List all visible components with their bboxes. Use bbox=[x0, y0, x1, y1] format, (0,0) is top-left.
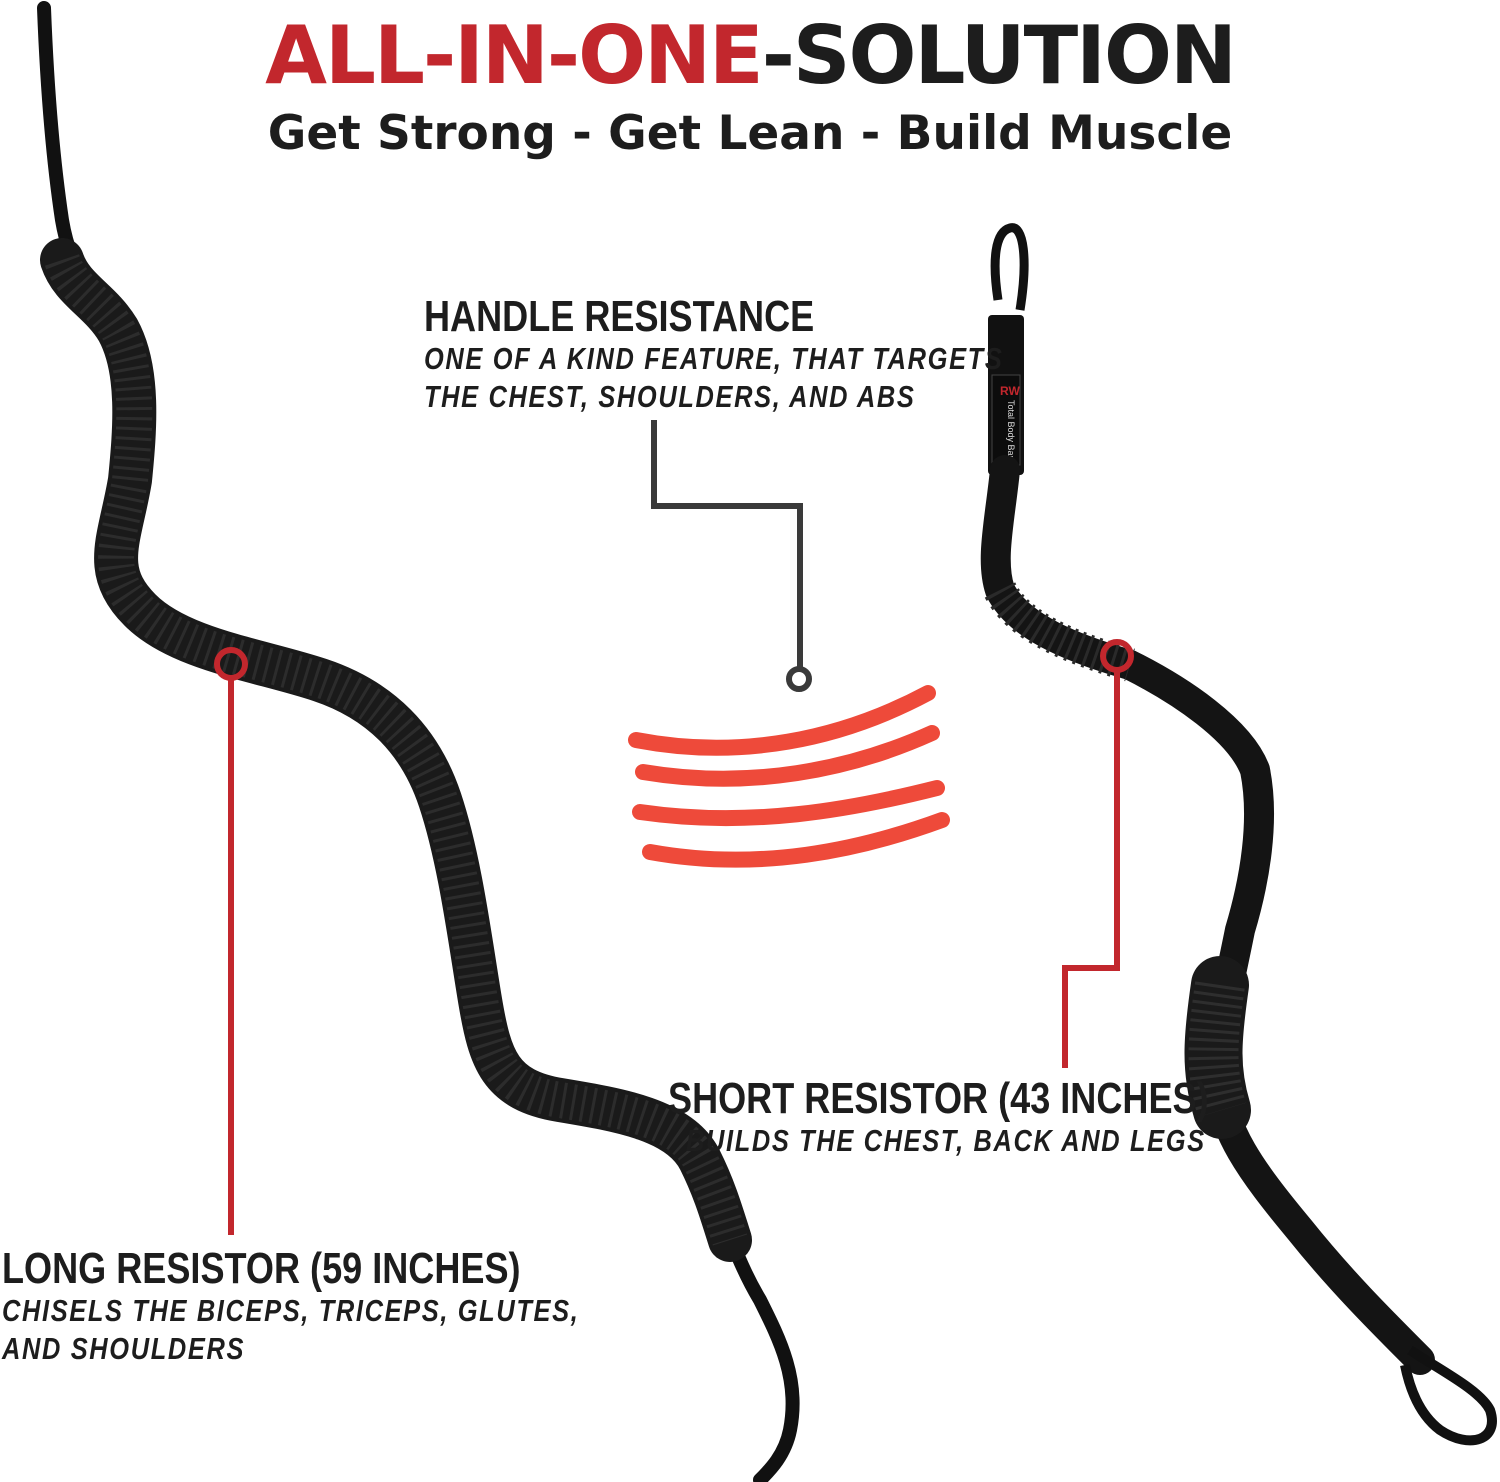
handle-resistance-line1: ONE OF A KIND FEATURE, THAT TARGETS bbox=[424, 341, 1004, 376]
short-resistor-heading: SHORT RESISTOR (43 INCHES) bbox=[668, 1074, 1209, 1123]
long-resistor-callout: LONG RESISTOR (59 INCHES) CHISELS THE BI… bbox=[2, 1246, 706, 1368]
title-dark-part: -SOLUTION bbox=[761, 9, 1237, 102]
brand-tag-logo-text: RW bbox=[1000, 384, 1020, 398]
title-red-part: ALL-IN-ONE bbox=[265, 9, 764, 102]
handle-resistance-rods bbox=[628, 685, 950, 868]
long-resistor-line1: CHISELS THE BICEPS, TRICEPS, GLUTES, bbox=[2, 1293, 580, 1328]
long-resistor-heading: LONG RESISTOR (59 INCHES) bbox=[2, 1244, 521, 1293]
page-title: ALL-IN-ONE-SOLUTION bbox=[0, 6, 1500, 106]
short-resistor-pointer-line bbox=[1062, 639, 1134, 1068]
short-resistor-callout: SHORT RESISTOR (43 INCHES) BUILDS THE CH… bbox=[668, 1076, 1327, 1160]
handle-resistance-line2: THE CHEST, SHOULDERS, AND ABS bbox=[424, 379, 916, 414]
handle-resistance-heading: HANDLE RESISTANCE bbox=[424, 292, 815, 341]
handle-resistance-callout: HANDLE RESISTANCE ONE OF A KIND FEATURE,… bbox=[424, 294, 1131, 416]
brand-tag bbox=[991, 374, 1021, 466]
long-resistor-cord bbox=[37, 1, 800, 1482]
brand-tag-text: Total Body Bar bbox=[1006, 400, 1016, 459]
handle-pointer-line bbox=[651, 420, 812, 692]
long-resistor-pointer-line bbox=[214, 647, 248, 1235]
long-resistor-line2: AND SHOULDERS bbox=[2, 1331, 246, 1366]
short-resistor-line1: BUILDS THE CHEST, BACK AND LEGS bbox=[686, 1123, 1206, 1158]
page-subtitle: Get Strong - Get Lean - Build Muscle bbox=[267, 106, 1233, 161]
short-resistor-cord: RW Total Body Bar bbox=[980, 223, 1497, 1446]
